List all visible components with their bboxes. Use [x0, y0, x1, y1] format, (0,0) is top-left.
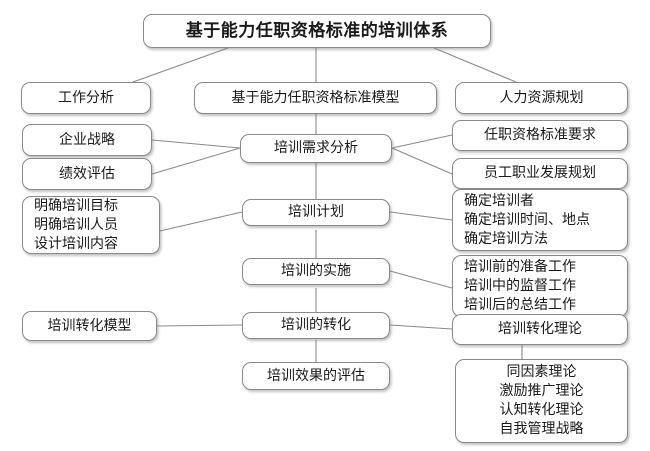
node-training-implementation-label: 培训的实施	[281, 263, 351, 279]
node-transfer-theory[interactable]: 培训转化理论	[452, 314, 628, 345]
node-career-development-plan-label: 员工职业发展规划	[484, 165, 596, 181]
node-training-needs-analysis[interactable]: 培训需求分析	[240, 134, 392, 163]
edge-strategy-to-needs	[151, 139, 241, 149]
node-training-evaluation-label: 培训效果的评估	[267, 367, 365, 384]
node-implementation-details[interactable]: 培训前的准备工作 培训中的监督工作 培训后的总结工作	[452, 255, 628, 317]
node-training-evaluation[interactable]: 培训效果的评估	[242, 362, 390, 390]
node-implementation-details-line-2: 培训中的监督工作	[464, 277, 576, 294]
edge-title-to-job-analysis	[132, 47, 229, 83]
node-performance-appraisal-label: 绩效评估	[59, 165, 115, 182]
node-training-transfer[interactable]: 培训的转化	[242, 312, 390, 339]
edge-appraisal-to-needs	[151, 147, 241, 175]
node-corporate-strategy-label: 企业战略	[59, 131, 115, 148]
node-implementation-details-line-1: 培训前的准备工作	[464, 258, 576, 275]
edge-model-to-transfer	[156, 324, 243, 327]
edge-implementation-to-details	[389, 270, 453, 289]
node-training-implementation[interactable]: 培训的实施	[242, 258, 390, 285]
node-implementation-details-line-3: 培训后的总结工作	[464, 296, 576, 313]
node-title[interactable]: 基于能力任职资格标准的培训体系	[143, 14, 491, 48]
node-theories-line-4: 自我管理战略	[499, 421, 584, 437]
node-plan-details[interactable]: 确定培训者 确定培训时间、地点 确定培训方法	[452, 189, 628, 251]
node-competency-model-label: 基于能力任职资格标准模型	[231, 89, 400, 106]
node-qualification-requirements[interactable]: 任职资格标准要求	[452, 120, 628, 151]
node-job-analysis-label: 工作分析	[58, 89, 114, 106]
node-title-label: 基于能力任职资格标准的培训体系	[185, 20, 449, 41]
node-training-goals-line-1: 明确培训目标	[34, 197, 118, 214]
node-training-goals-line-3: 设计培训内容	[34, 235, 118, 252]
node-job-analysis[interactable]: 工作分析	[21, 82, 151, 114]
edge-title-to-hr-planning	[433, 47, 517, 83]
edge-needs-to-qualification	[391, 134, 453, 149]
node-transfer-model[interactable]: 培训转化模型	[22, 311, 157, 341]
node-plan-details-line-1: 确定培训者	[464, 192, 534, 209]
node-qualification-requirements-label: 任职资格标准要求	[484, 127, 596, 143]
node-theories-line-3: 认知转化理论	[499, 402, 584, 418]
node-transfer-theory-label: 培训转化理论	[498, 321, 582, 337]
node-training-plan[interactable]: 培训计划	[242, 199, 390, 226]
node-training-plan-label: 培训计划	[288, 204, 344, 220]
node-training-transfer-label: 培训的转化	[281, 317, 351, 333]
node-competency-model[interactable]: 基于能力任职资格标准模型	[194, 82, 437, 114]
node-career-development-plan[interactable]: 员工职业发展规划	[452, 158, 628, 189]
node-theories-line-1: 同因素理论	[506, 364, 577, 380]
node-theories[interactable]: 同因素理论 激励推广理论 认知转化理论 自我管理战略	[455, 359, 628, 443]
node-performance-appraisal[interactable]: 绩效评估	[22, 158, 152, 190]
node-hr-planning-label: 人力资源规划	[499, 89, 584, 106]
node-plan-details-line-3: 确定培训方法	[464, 230, 548, 247]
node-theories-line-2: 激励推广理论	[499, 383, 584, 399]
node-training-needs-analysis-label: 培训需求分析	[274, 140, 358, 156]
node-training-goals[interactable]: 明确培训目标 明确培训人员 设计培训内容	[22, 196, 160, 254]
node-hr-planning[interactable]: 人力资源规划	[455, 82, 628, 114]
node-plan-details-line-2: 确定培训时间、地点	[464, 211, 590, 228]
node-corporate-strategy[interactable]: 企业战略	[22, 124, 152, 156]
edge-goals-to-plan	[159, 211, 243, 232]
edge-needs-to-career	[391, 147, 453, 175]
node-transfer-model-label: 培训转化模型	[47, 317, 132, 334]
edge-plan-to-details	[389, 211, 453, 221]
node-training-goals-line-2: 明确培训人员	[34, 216, 118, 233]
edge-transfer-to-theory	[389, 324, 453, 330]
